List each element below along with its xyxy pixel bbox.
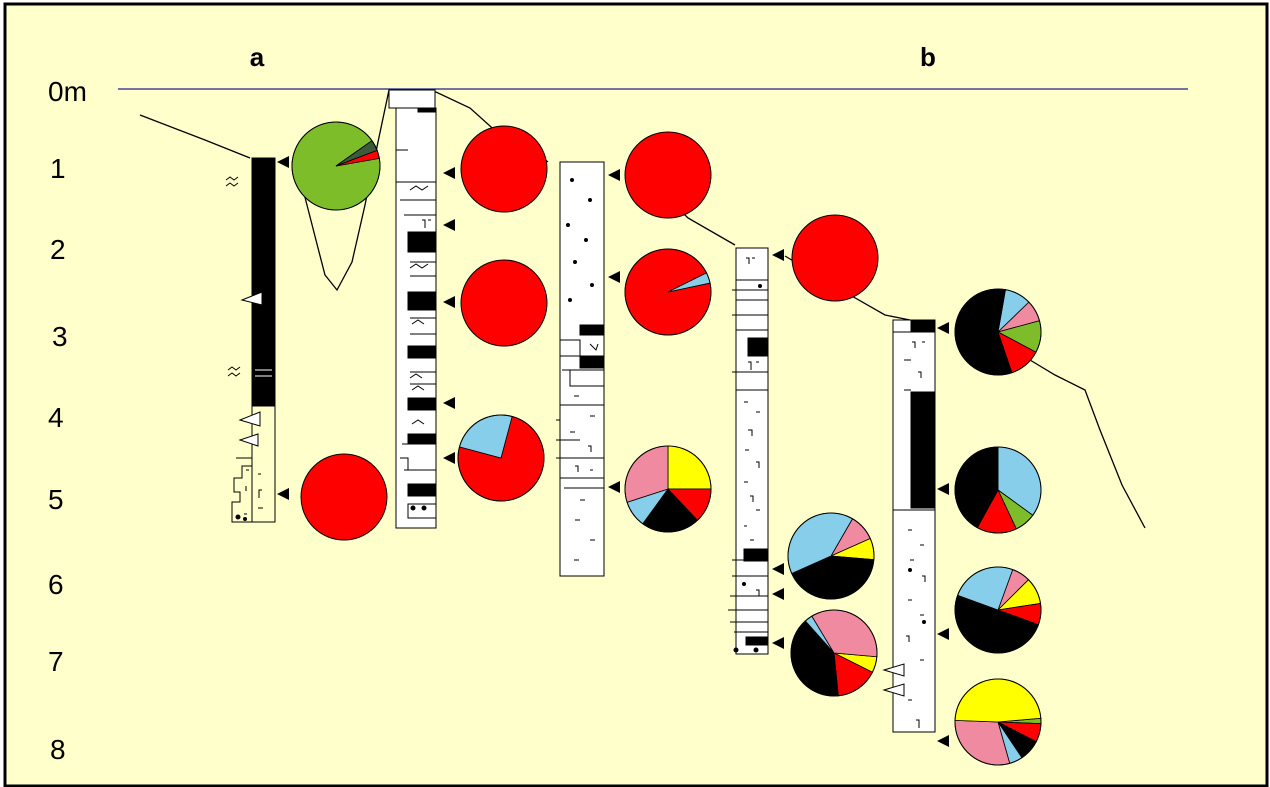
- pie-outline: [954, 566, 1042, 654]
- pie-slice-red: [300, 453, 388, 541]
- sample-arrows: [277, 156, 949, 747]
- pie-slice-red: [791, 214, 879, 302]
- sample-arrow: [443, 219, 455, 231]
- sample-arrow: [937, 628, 949, 640]
- depth-scale: 0m 1 2 3 4 5 6 7 8: [48, 76, 87, 765]
- sample-arrow: [772, 563, 784, 575]
- pie-outline: [787, 512, 875, 600]
- sample-arrow: [937, 483, 949, 495]
- sample-arrow: [608, 271, 620, 283]
- sample-arrow: [443, 397, 455, 409]
- stratigraphic-column-a1: [225, 157, 276, 523]
- stratigraphic-column-2: [388, 89, 437, 529]
- section-label-a: a: [250, 42, 265, 72]
- depth-label-5: 5: [48, 484, 64, 515]
- stratigraphic-column-3: [556, 161, 605, 577]
- sample-arrow: [443, 296, 455, 308]
- composition-pie-c4-3: [790, 609, 878, 697]
- sample-arrow: [772, 249, 784, 261]
- composition-pie-c4-2: [787, 512, 875, 600]
- sample-arrow: [772, 588, 784, 600]
- composition-pie-c2-1: [460, 125, 548, 213]
- composition-pie-b1: [954, 288, 1042, 376]
- composition-pies: [291, 121, 1042, 766]
- sample-arrow: [443, 452, 455, 464]
- pie-outline: [624, 445, 712, 533]
- depth-label-0: 0m: [48, 76, 87, 107]
- composition-pie-a1: [291, 121, 381, 211]
- pie-outline: [624, 248, 712, 336]
- composition-pie-b4: [954, 678, 1042, 766]
- pie-outline: [954, 678, 1042, 766]
- depth-label-1: 1: [50, 153, 66, 184]
- surface-profile-line: [139, 89, 1146, 529]
- sample-arrow: [277, 156, 289, 168]
- depth-label-6: 6: [48, 569, 64, 600]
- stratigraphic-column-b: [882, 319, 936, 733]
- section-label-b: b: [920, 42, 936, 72]
- pie-outline: [291, 121, 381, 211]
- depth-label-3: 3: [52, 321, 68, 352]
- depth-label-7: 7: [48, 646, 64, 677]
- composition-pie-c3-3: [624, 445, 712, 533]
- composition-pie-c2-2: [460, 259, 548, 347]
- sample-arrow: [937, 322, 949, 334]
- pie-slice-red: [624, 131, 712, 219]
- sample-arrow: [443, 167, 455, 179]
- pie-slice-red: [460, 125, 548, 213]
- pie-outline: [457, 414, 545, 502]
- composition-pie-b2: [954, 446, 1042, 534]
- sample-arrow: [608, 169, 620, 181]
- composition-pie-c4-1: [791, 214, 879, 302]
- pie-outline: [954, 446, 1042, 534]
- sample-arrow: [608, 481, 620, 493]
- sample-arrow: [937, 735, 949, 747]
- depth-label-2: 2: [50, 234, 66, 265]
- pie-outline: [790, 609, 878, 697]
- composition-pie-c3-2: [624, 248, 712, 336]
- sample-arrow: [772, 637, 784, 649]
- depth-label-4: 4: [48, 402, 64, 433]
- stratigraphic-column-4: [728, 247, 769, 655]
- composition-pie-a2: [300, 453, 388, 541]
- depth-label-8: 8: [50, 734, 66, 765]
- pie-outline: [954, 288, 1042, 376]
- composition-pie-c2-3: [457, 414, 545, 502]
- composition-pie-c3-1: [624, 131, 712, 219]
- composition-pie-b3: [954, 566, 1042, 654]
- background-panel: [3, 2, 1269, 787]
- sample-arrow: [277, 488, 289, 500]
- pie-slice-red: [460, 259, 548, 347]
